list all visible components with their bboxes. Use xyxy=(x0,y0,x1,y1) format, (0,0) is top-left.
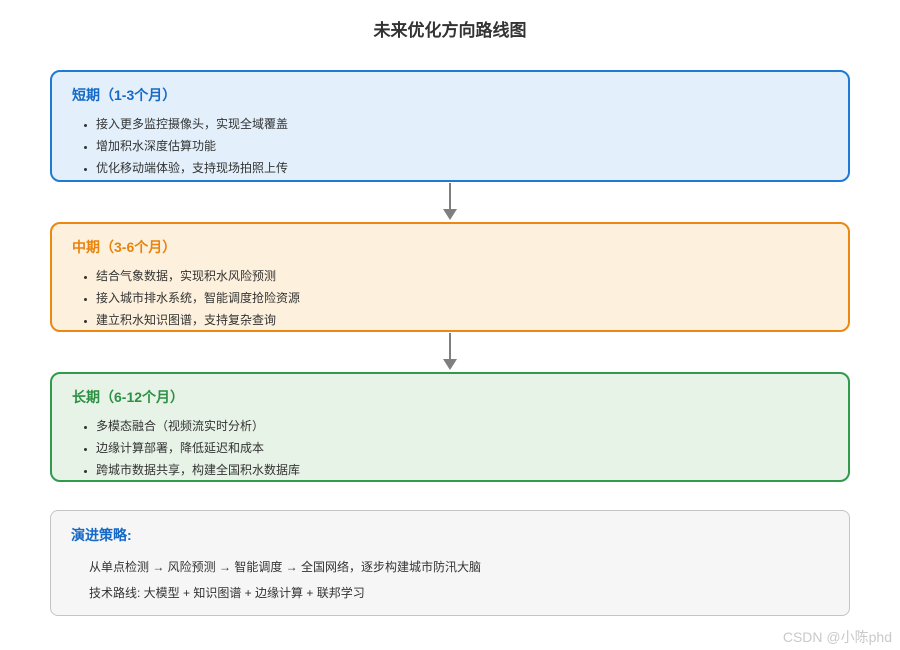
page-title: 未来优化方向路线图 xyxy=(373,21,527,40)
stage-item-list: 结合气象数据，实现积水风险预测 接入城市排水系统，智能调度抢险资源 建立积水知识… xyxy=(72,269,828,327)
stage-card-short-term: 短期（1-3个月） 接入更多监控摄像头，实现全域覆盖 增加积水深度估算功能 优化… xyxy=(50,70,850,182)
stage-card-mid-term: 中期（3-6个月） 结合气象数据，实现积水风险预测 接入城市排水系统，智能调度抢… xyxy=(50,222,850,332)
strategy-title: 演进策略: xyxy=(71,527,132,543)
stage-title-short-term: 短期（1-3个月） xyxy=(72,87,177,103)
stage-title-mid-term: 中期（3-6个月） xyxy=(72,239,177,255)
down-arrow-icon xyxy=(442,333,458,371)
stage-title-long-term: 长期（6-12个月） xyxy=(72,389,185,405)
strategy-tech-route: 技术路线: 大模型 + 知识图谱 + 边缘计算 + 联邦学习 xyxy=(89,586,365,600)
stage-item: 跨城市数据共享，构建全国积水数据库 xyxy=(96,463,828,477)
stage-item: 建立积水知识图谱，支持复杂查询 xyxy=(96,313,828,327)
arrow-stem xyxy=(449,183,451,209)
strategy-evolution-path: 从单点检测 → 风险预测 → 智能调度 → 全国网络，逐步构建城市防汛大脑 xyxy=(89,560,482,574)
arrow-stem xyxy=(449,333,451,359)
stage-item-list: 接入更多监控摄像头，实现全域覆盖 增加积水深度估算功能 优化移动端体验，支持现场… xyxy=(72,117,828,175)
stage-item: 接入城市排水系统，智能调度抢险资源 xyxy=(96,291,828,305)
stage-card-long-term: 长期（6-12个月） 多模态融合（视频流实时分析） 边缘计算部署，降低延迟和成本… xyxy=(50,372,850,482)
down-arrow-icon xyxy=(442,183,458,221)
stage-item: 优化移动端体验，支持现场拍照上传 xyxy=(96,161,828,175)
arrow-head xyxy=(443,359,457,370)
strategy-card: 演进策略: 从单点检测 → 风险预测 → 智能调度 → 全国网络，逐步构建城市防… xyxy=(50,510,850,616)
stage-item: 增加积水深度估算功能 xyxy=(96,139,828,153)
stage-item: 边缘计算部署，降低延迟和成本 xyxy=(96,441,828,455)
stage-item: 接入更多监控摄像头，实现全域覆盖 xyxy=(96,117,828,131)
stage-item: 结合气象数据，实现积水风险预测 xyxy=(96,269,828,283)
stage-item: 多模态融合（视频流实时分析） xyxy=(96,419,828,433)
arrow-head xyxy=(443,209,457,220)
csdn-watermark: CSDN @小陈phd xyxy=(782,629,892,645)
stage-item-list: 多模态融合（视频流实时分析） 边缘计算部署，降低延迟和成本 跨城市数据共享，构建… xyxy=(72,419,828,477)
